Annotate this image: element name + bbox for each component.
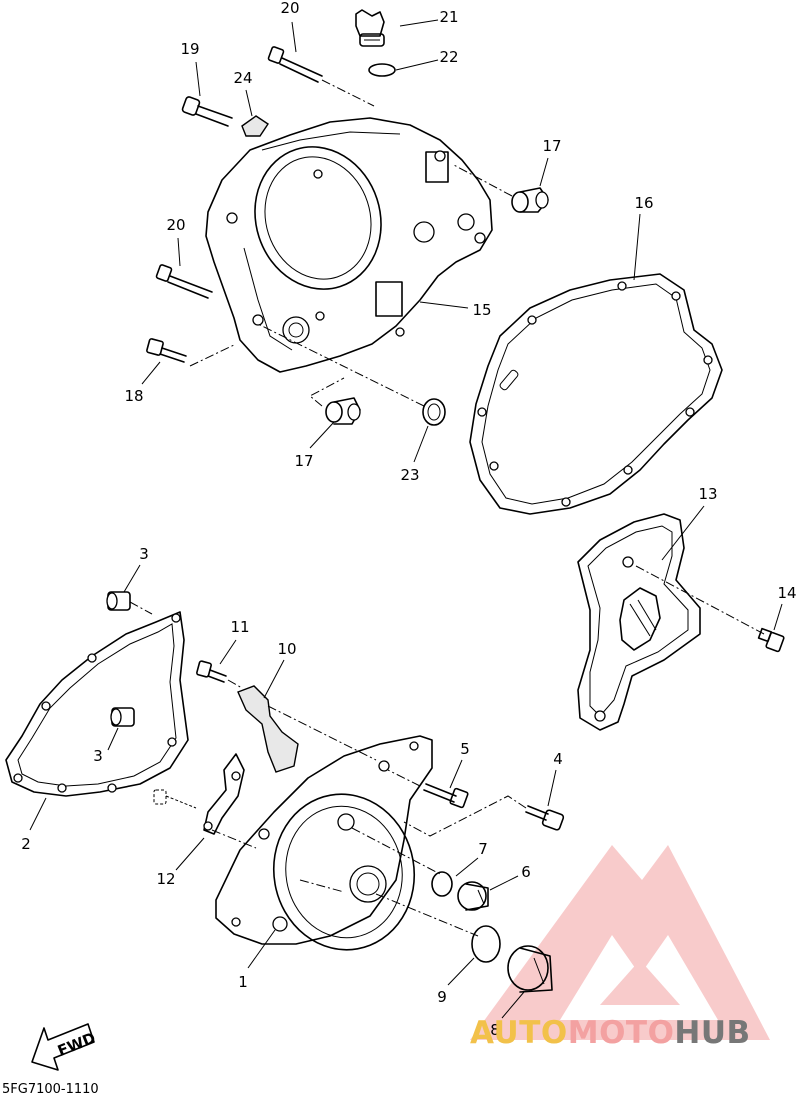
crankcase-cover-part-15 xyxy=(205,117,493,373)
bolt-part-11 xyxy=(196,660,243,689)
o-ring-part-22 xyxy=(368,63,396,77)
bolt-part-20-left xyxy=(155,264,213,299)
clamp-part-10 xyxy=(237,685,377,773)
callout-leader-line xyxy=(245,89,253,117)
bolt-part-12-dashed xyxy=(153,789,197,809)
callout-leader-line xyxy=(539,157,549,187)
fwd-label: FWD xyxy=(55,1029,98,1060)
fwd-arrow-icon: FWD xyxy=(31,1023,98,1071)
callout-number-8: 8 xyxy=(490,1021,500,1039)
callout-leader-line xyxy=(177,237,181,267)
callout-number-2: 2 xyxy=(21,835,31,853)
callout-number-7: 7 xyxy=(478,840,488,858)
callout-leader-line xyxy=(141,361,161,385)
callout-leader-line xyxy=(773,603,783,631)
callout-number-14: 14 xyxy=(777,584,796,602)
bolt-part-5 xyxy=(387,769,469,809)
callout-number-17: 17 xyxy=(542,137,561,155)
callout-number-12: 12 xyxy=(156,870,175,888)
callout-leader-line xyxy=(219,639,237,665)
callout-leader-line xyxy=(489,875,519,891)
callout-number-13: 13 xyxy=(698,485,717,503)
callout-number-1: 1 xyxy=(238,973,248,991)
callout-leader-line xyxy=(263,659,285,699)
callout-leader-line xyxy=(455,857,479,877)
callout-number-16: 16 xyxy=(634,194,653,212)
callout-number-20: 20 xyxy=(166,216,185,234)
callout-leader-line xyxy=(501,991,525,1019)
callout-number-19: 19 xyxy=(180,40,199,58)
callout-number-15: 15 xyxy=(472,301,491,319)
dowel-part-3-bottom xyxy=(110,707,135,727)
bolt-part-19 xyxy=(181,96,233,127)
callout-leader-line xyxy=(123,564,141,593)
generator-cover-part-1 xyxy=(215,735,479,951)
o-ring-part-7 xyxy=(431,871,453,897)
plug-part-8 xyxy=(507,945,553,993)
callout-leader-line xyxy=(633,213,641,281)
callout-number-23: 23 xyxy=(400,466,419,484)
callout-number-20: 20 xyxy=(280,0,299,17)
callout-number-3: 3 xyxy=(93,747,103,765)
callout-leader-line xyxy=(447,957,475,986)
callout-number-22: 22 xyxy=(439,48,458,66)
oil-filler-cap-part-21 xyxy=(355,9,385,47)
callout-number-17: 17 xyxy=(294,452,313,470)
callout-leader-line xyxy=(291,21,297,53)
callout-leader-line xyxy=(309,421,335,449)
callout-number-5: 5 xyxy=(460,740,470,758)
callout-number-18: 18 xyxy=(124,387,143,405)
plug-part-6 xyxy=(457,881,489,911)
callout-number-9: 9 xyxy=(437,988,447,1006)
clamp-part-12 xyxy=(153,753,257,849)
callout-number-3: 3 xyxy=(139,545,149,563)
callout-leader-line xyxy=(419,301,469,309)
bolt-part-18 xyxy=(146,338,237,367)
callout-leader-line xyxy=(547,769,557,807)
bolt-part-14 xyxy=(757,627,785,653)
dowel-part-3-top xyxy=(106,591,153,615)
callout-number-4: 4 xyxy=(553,750,563,768)
watermark-hub: HUB xyxy=(674,1015,751,1051)
watermark-text: AUTOMOTOHUB xyxy=(470,1015,751,1051)
bolt-part-4 xyxy=(403,795,565,837)
sprocket-cover-part-13 xyxy=(577,513,765,731)
bracket-part-24 xyxy=(241,115,269,137)
gasket-part-2 xyxy=(5,611,189,797)
watermark-auto: AUTO xyxy=(470,1015,568,1051)
callout-leader-line xyxy=(413,425,429,463)
bolt-part-20-top xyxy=(267,46,375,107)
oil-seal-part-23 xyxy=(257,323,446,426)
diagram-code: 5FG7100-1110 xyxy=(2,1082,99,1097)
callout-number-10: 10 xyxy=(277,640,296,658)
o-ring-part-9 xyxy=(471,925,501,963)
callout-leader-line xyxy=(399,19,439,27)
dowel-collar-part-17-top xyxy=(451,163,549,213)
callout-leader-line xyxy=(661,505,705,561)
callout-leader-line xyxy=(247,929,276,969)
callout-leader-line xyxy=(29,797,47,831)
watermark-logo-icon xyxy=(470,845,770,1040)
callout-number-21: 21 xyxy=(439,8,458,26)
dowel-collar-part-17-bottom xyxy=(309,377,361,425)
callout-leader-line xyxy=(449,759,463,789)
callout-number-6: 6 xyxy=(521,863,531,881)
callout-number-11: 11 xyxy=(230,618,249,636)
callout-leader-line xyxy=(195,61,201,97)
gasket-part-16 xyxy=(469,273,723,515)
callout-number-24: 24 xyxy=(233,69,252,87)
callout-leader-line xyxy=(175,837,205,871)
callout-leader-line xyxy=(395,59,439,71)
watermark-moto: MOTO xyxy=(567,1015,675,1051)
callout-leader-line xyxy=(107,727,119,751)
